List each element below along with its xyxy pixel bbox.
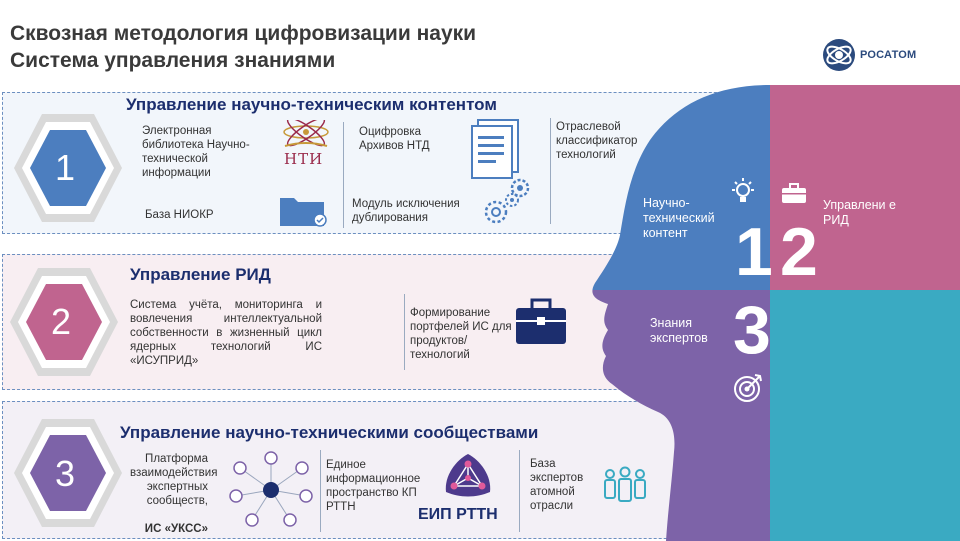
zone3-number: 3 (733, 292, 771, 368)
section-3-item-ukss: ИС «УКСС» (144, 523, 208, 535)
section-3-item-eip: Единое информационное пространство КП РТ… (326, 459, 421, 513)
section-3-item-platform: Платформа взаимодействия экспертных сооб… (130, 453, 218, 507)
zone1-number: 1 (735, 214, 773, 290)
folder-check-icon (280, 198, 327, 227)
section-1-item-library: Электронная библиотека Научно-техническо… (142, 125, 250, 179)
rosatom-logo: РОСАТОМ (822, 38, 916, 72)
section-2-hexagon (10, 268, 118, 376)
people-group-icon (604, 466, 646, 502)
section-2-number: 2 (51, 301, 72, 342)
section-1-divider-1 (343, 122, 344, 228)
briefcase-icon (782, 183, 806, 203)
section-3-divider-1 (320, 450, 321, 532)
section-2-title: Управление РИД (130, 265, 271, 284)
section-1-divider-2 (550, 118, 551, 224)
zone2-number: 2 (780, 214, 818, 290)
zone2-label: Управлени е РИД (823, 198, 896, 227)
nti-label: НТИ (284, 150, 324, 168)
documents-gear-icon (471, 119, 530, 198)
section-1-item-dedup: Модуль исключения дублирования (352, 198, 460, 224)
section-1-item-archives: Оцифровка Архивов НТД (359, 126, 430, 152)
eip-label: ЕИП РТТН (418, 506, 498, 523)
triangle-network-icon (445, 454, 491, 497)
zone-teal (770, 290, 960, 541)
lightbulb-icon (732, 178, 754, 202)
logo-text: РОСАТОМ (860, 49, 917, 61)
gears-icon (484, 193, 519, 224)
section-3-number: 3 (55, 453, 76, 494)
section-2-item-isuprid: Система учёта, мониторинга и вовлечения … (130, 299, 322, 367)
section-3-divider-2 (519, 450, 520, 532)
section-1-item-niokr: База НИОКР (145, 209, 214, 221)
title-line-2: Система управления знаниями (10, 49, 336, 72)
zone1-label: Научно-технический контент (643, 196, 715, 240)
section-1-item-classifier: Отраслевой классификатор технологий (556, 121, 638, 161)
network-globe-icon (229, 451, 313, 527)
atom-book-icon (283, 120, 329, 147)
page-title: Сквозная методология цифровизации науки … (10, 20, 476, 74)
section-1-title: Управление научно-техническим контентом (126, 95, 497, 114)
section-1-number: 1 (55, 147, 76, 188)
section-3-title: Управление научно-техническими сообществ… (120, 423, 539, 442)
zone3-label: Знания экспертов (650, 316, 708, 345)
title-line-1: Сквозная методология цифровизации науки (10, 22, 477, 45)
section-3-item-experts: База экспертов атомной отрасли (530, 458, 584, 512)
section-1-hexagon (14, 114, 122, 222)
zone-pink (770, 85, 960, 290)
section-2-item-portfolio: Формирование портфелей ИС для продуктов/… (410, 307, 512, 361)
target-icon (734, 374, 762, 402)
rosatom-logo-icon (823, 39, 855, 71)
section-2-divider (404, 294, 405, 370)
section-3-hexagon (14, 419, 122, 527)
briefcase-dark-icon (516, 298, 566, 344)
section-3-band (2, 401, 782, 539)
